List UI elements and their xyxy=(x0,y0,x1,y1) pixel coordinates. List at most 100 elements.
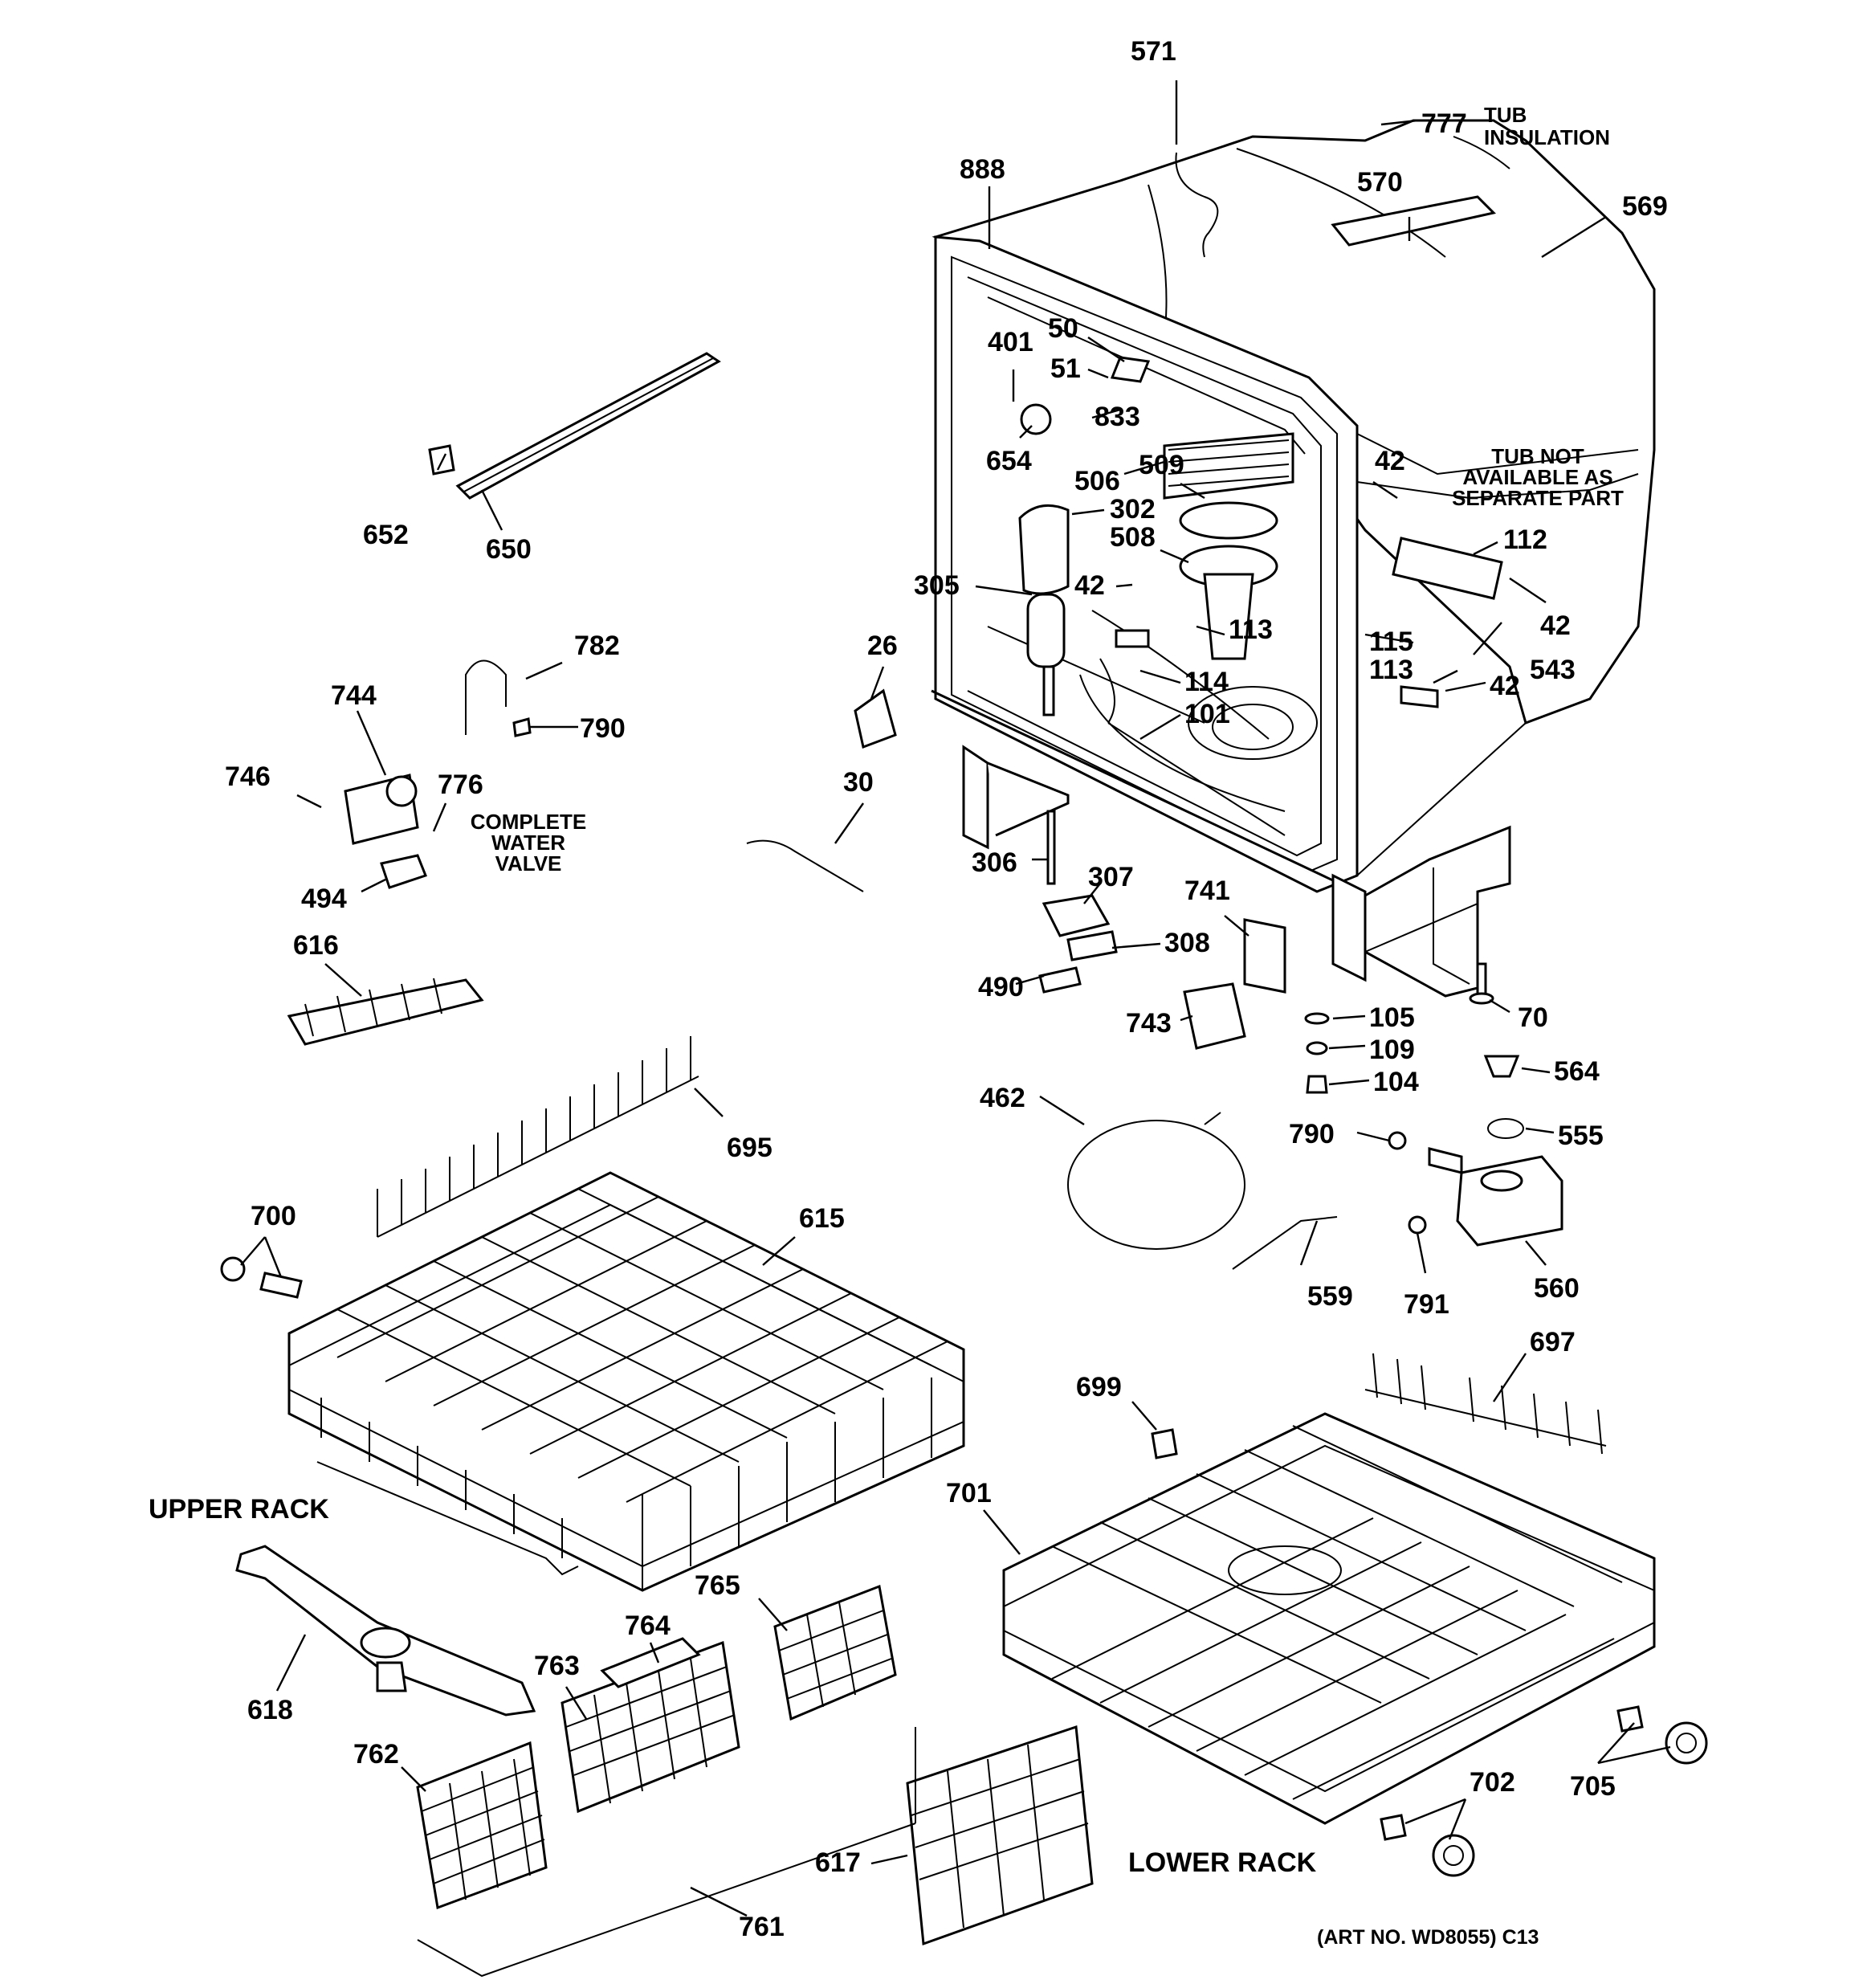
label-888: 888 xyxy=(960,154,1005,185)
label-570: 570 xyxy=(1357,167,1403,198)
label-305: 305 xyxy=(914,570,960,601)
part-790-upper-shape xyxy=(512,717,532,737)
part-506-shape xyxy=(1163,432,1294,500)
part-564-shape xyxy=(1483,1055,1520,1078)
leader-lines xyxy=(240,80,1671,1917)
label-308: 308 xyxy=(1164,928,1210,958)
label-701: 701 xyxy=(946,1478,992,1508)
label-764: 764 xyxy=(625,1610,671,1641)
note-water-valve-3: VALVE xyxy=(495,851,562,876)
label-559: 559 xyxy=(1307,1281,1353,1312)
label-543: 543 xyxy=(1530,655,1576,685)
label-702: 702 xyxy=(1470,1767,1515,1798)
label-571: 571 xyxy=(1131,36,1176,67)
label-765: 765 xyxy=(695,1570,740,1601)
label-618: 618 xyxy=(247,1695,293,1725)
part-555-shape xyxy=(1487,1118,1524,1139)
label-306: 306 xyxy=(972,847,1017,878)
part-labels: 571 777 888 570 569 401 50 51 833 654 50… xyxy=(225,36,1668,1942)
label-700: 700 xyxy=(251,1201,296,1231)
label-506: 506 xyxy=(1074,466,1120,496)
label-115: 115 xyxy=(1369,627,1413,657)
part-559-shape xyxy=(1232,1216,1338,1270)
label-776: 776 xyxy=(438,769,483,800)
part-705-wheel-shape xyxy=(1665,1721,1708,1765)
label-42a: 42 xyxy=(1074,570,1105,601)
label-654: 654 xyxy=(986,446,1032,476)
part-50-shape xyxy=(1110,356,1151,383)
label-462: 462 xyxy=(980,1083,1025,1113)
note-water-valve-1: COMPLETE xyxy=(471,810,586,834)
label-26: 26 xyxy=(867,631,898,661)
label-307: 307 xyxy=(1088,862,1134,892)
label-652: 652 xyxy=(363,520,409,550)
part-700-wheel-shape xyxy=(220,1256,246,1282)
part-305-shape xyxy=(1026,593,1066,668)
part-791-shape xyxy=(1408,1215,1427,1235)
label-695: 695 xyxy=(727,1133,773,1163)
note-tub-insulation-1: TUB xyxy=(1484,103,1527,127)
label-70: 70 xyxy=(1518,1002,1548,1033)
label-509: 509 xyxy=(1139,450,1184,480)
lower-rack xyxy=(1002,1353,1656,1825)
label-42c: 42 xyxy=(1540,610,1571,641)
part-462-shape xyxy=(1067,1120,1245,1250)
label-617: 617 xyxy=(815,1847,861,1878)
lower-rack-title: LOWER RACK xyxy=(1128,1847,1317,1878)
part-699-shape xyxy=(1151,1428,1178,1459)
label-616: 616 xyxy=(293,930,339,961)
part-616-shape xyxy=(287,978,484,1046)
notes: TUB INSULATION TUB NOT AVAILABLE AS SEPA… xyxy=(471,103,1624,876)
label-401: 401 xyxy=(988,327,1033,357)
part-570-shape xyxy=(1331,195,1496,247)
art-number: (ART NO. WD8055) C13 xyxy=(1317,1926,1539,1949)
part-654-shape xyxy=(1020,403,1052,435)
part-764-shape xyxy=(600,1637,701,1688)
label-743: 743 xyxy=(1126,1008,1172,1039)
label-51: 51 xyxy=(1050,353,1081,384)
part-560-shape xyxy=(1456,1155,1563,1247)
part-109-shape xyxy=(1306,1041,1328,1055)
label-112: 112 xyxy=(1503,525,1547,555)
part-307-shape xyxy=(1042,894,1111,937)
label-741: 741 xyxy=(1184,876,1230,906)
part-113-left-shape xyxy=(1115,629,1150,648)
label-508: 508 xyxy=(1110,522,1156,553)
label-699: 699 xyxy=(1076,1372,1122,1402)
label-833: 833 xyxy=(1095,402,1140,432)
label-615: 615 xyxy=(799,1203,845,1234)
label-555: 555 xyxy=(1558,1121,1604,1151)
note-tub-na-1: TUB NOT xyxy=(1491,444,1584,468)
label-790a: 790 xyxy=(580,713,626,744)
label-761: 761 xyxy=(739,1912,785,1942)
part-308-shape xyxy=(1066,930,1118,961)
label-109: 109 xyxy=(1369,1035,1415,1065)
label-490: 490 xyxy=(978,972,1024,1002)
label-30: 30 xyxy=(843,767,874,798)
part-494-shape xyxy=(380,854,427,889)
part-702-wheel-shape xyxy=(1432,1834,1475,1877)
label-114: 114 xyxy=(1184,667,1229,697)
label-790b: 790 xyxy=(1289,1119,1335,1149)
post-shape xyxy=(1042,665,1055,716)
part-741-shape xyxy=(1243,918,1286,994)
part-302-shape xyxy=(1018,504,1070,595)
silverware-baskets xyxy=(416,1584,1094,1978)
note-tub-insulation-2: INSULATION xyxy=(1484,125,1610,149)
label-763: 763 xyxy=(534,1651,580,1681)
label-101: 101 xyxy=(1184,699,1230,729)
part-509-shape xyxy=(1179,501,1278,540)
part-490-shape xyxy=(1038,966,1082,994)
label-650: 650 xyxy=(486,534,532,565)
label-105: 105 xyxy=(1369,1002,1415,1033)
part-112-shape xyxy=(1392,537,1503,600)
part-26-shape xyxy=(854,688,897,749)
label-564: 564 xyxy=(1554,1056,1600,1087)
label-782: 782 xyxy=(574,631,620,661)
upper-rack-title: UPPER RACK xyxy=(149,1494,329,1525)
part-105-shape xyxy=(1304,1012,1330,1025)
part-617-shape xyxy=(906,1725,1094,1946)
label-42b: 42 xyxy=(1375,446,1405,476)
note-tub-na-2: AVAILABLE AS xyxy=(1462,465,1612,489)
label-746: 746 xyxy=(225,761,271,792)
